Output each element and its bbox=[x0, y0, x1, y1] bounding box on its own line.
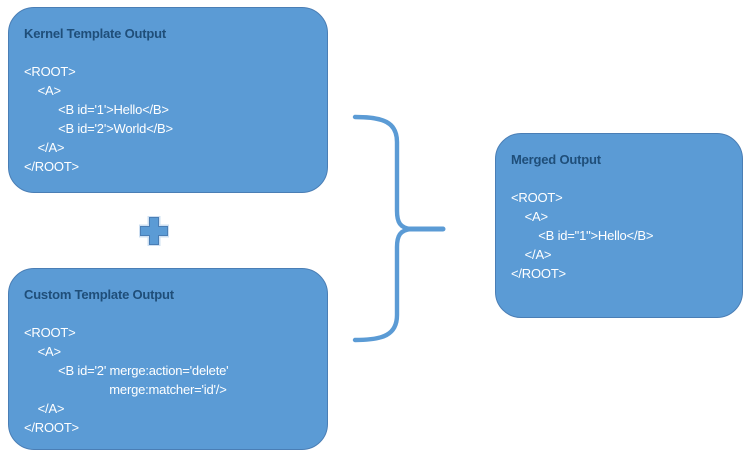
box-title: Merged Output bbox=[511, 152, 601, 167]
box-title: Custom Template Output bbox=[24, 287, 174, 302]
plus-icon-shape bbox=[140, 217, 168, 245]
spacer bbox=[24, 43, 315, 62]
code-line: <ROOT> bbox=[24, 325, 76, 340]
code-line: <A> bbox=[24, 344, 61, 359]
code-line: <ROOT> bbox=[24, 64, 76, 79]
box-title: Kernel Template Output bbox=[24, 26, 166, 41]
right-curly-brace-path bbox=[352, 114, 412, 343]
kernel-template-output-box: Kernel Template Output <ROOT> <A> <B id=… bbox=[8, 7, 328, 193]
spacer bbox=[24, 304, 315, 323]
code-line: </ROOT> bbox=[511, 266, 566, 281]
code-line: </ROOT> bbox=[24, 159, 79, 174]
code-line: </A> bbox=[511, 247, 552, 262]
code-line: <A> bbox=[24, 83, 61, 98]
code-line: </A> bbox=[24, 140, 65, 155]
merged-output-box: Merged Output <ROOT> <A> <B id="1">Hello… bbox=[495, 133, 743, 318]
spacer bbox=[511, 169, 730, 188]
code-line: <B id="1">Hello</B> bbox=[511, 228, 654, 243]
code-line: </ROOT> bbox=[24, 420, 79, 435]
code-line: merge:matcher='id'/> bbox=[24, 382, 227, 397]
plus-icon bbox=[139, 216, 169, 246]
code-line: <B id='2'>World</B> bbox=[24, 121, 173, 136]
code-line: <A> bbox=[511, 209, 548, 224]
right-curly-brace-icon bbox=[352, 114, 446, 343]
code-line: <ROOT> bbox=[511, 190, 563, 205]
code-line: <B id='2' merge:action='delete' bbox=[24, 363, 229, 378]
code-line: <B id='1'>Hello</B> bbox=[24, 102, 169, 117]
custom-template-output-box: Custom Template Output <ROOT> <A> <B id=… bbox=[8, 268, 328, 450]
code-line: </A> bbox=[24, 401, 65, 416]
